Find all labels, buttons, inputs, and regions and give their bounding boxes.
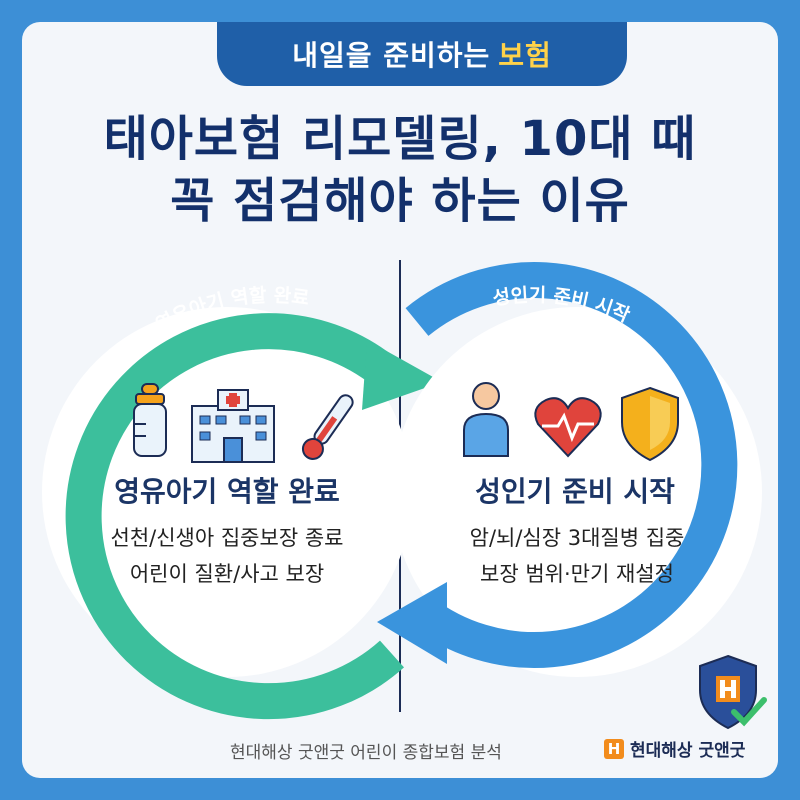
right-panel-line-1: 암/뇌/심장 3대질병 집중 <box>469 526 685 550</box>
shield-icon <box>621 386 679 462</box>
left-panel-line-2: 어린이 질환/사고 보장 <box>129 562 325 586</box>
baby-bottle-icon <box>133 383 167 457</box>
banner-highlight: 보험 <box>498 39 552 72</box>
banner-text: 내일을 준비하는 <box>292 39 491 72</box>
headline-line-2: 꼭 점검해야 하는 이유 <box>170 173 630 229</box>
headline-line-1: 태아보험 리모델링, 10대 때 <box>103 111 697 167</box>
brand-shield-logo <box>699 654 767 730</box>
brand-name: 현대해상 굿앤굿 <box>630 741 746 761</box>
top-banner: 내일을 준비하는 보험 <box>217 22 627 86</box>
heart-pulse-icon <box>534 397 602 458</box>
footer-brand: H 현대해상 굿앤굿 <box>604 736 745 761</box>
thermometer-icon <box>301 394 354 460</box>
left-panel-title: 영유아기 역할 완료 <box>114 475 340 508</box>
infinity-loop-diagram: 영유아기 역할 완료 성인기 준비 시작 <box>42 260 767 730</box>
headline: 태아보험 리모델링, 10대 때 꼭 점검해야 하는 이유 <box>22 108 778 232</box>
left-panel-line-1: 선천/신생아 집중보장 종료 <box>110 526 344 550</box>
card: 내일을 준비하는 보험 태아보험 리모델링, 10대 때 꼭 점검해야 하는 이… <box>22 22 778 778</box>
brand-h-icon: H <box>604 738 624 759</box>
left-loop-arrow <box>42 307 442 720</box>
person-icon <box>463 382 509 457</box>
hospital-icon <box>191 389 275 463</box>
footer-source: 현대해상 굿앤굿 어린이 종합보험 분석 <box>230 743 502 763</box>
right-panel-line-2: 보장 범위·만기 재설정 <box>480 562 674 586</box>
right-panel-title: 성인기 준비 시작 <box>475 475 675 508</box>
